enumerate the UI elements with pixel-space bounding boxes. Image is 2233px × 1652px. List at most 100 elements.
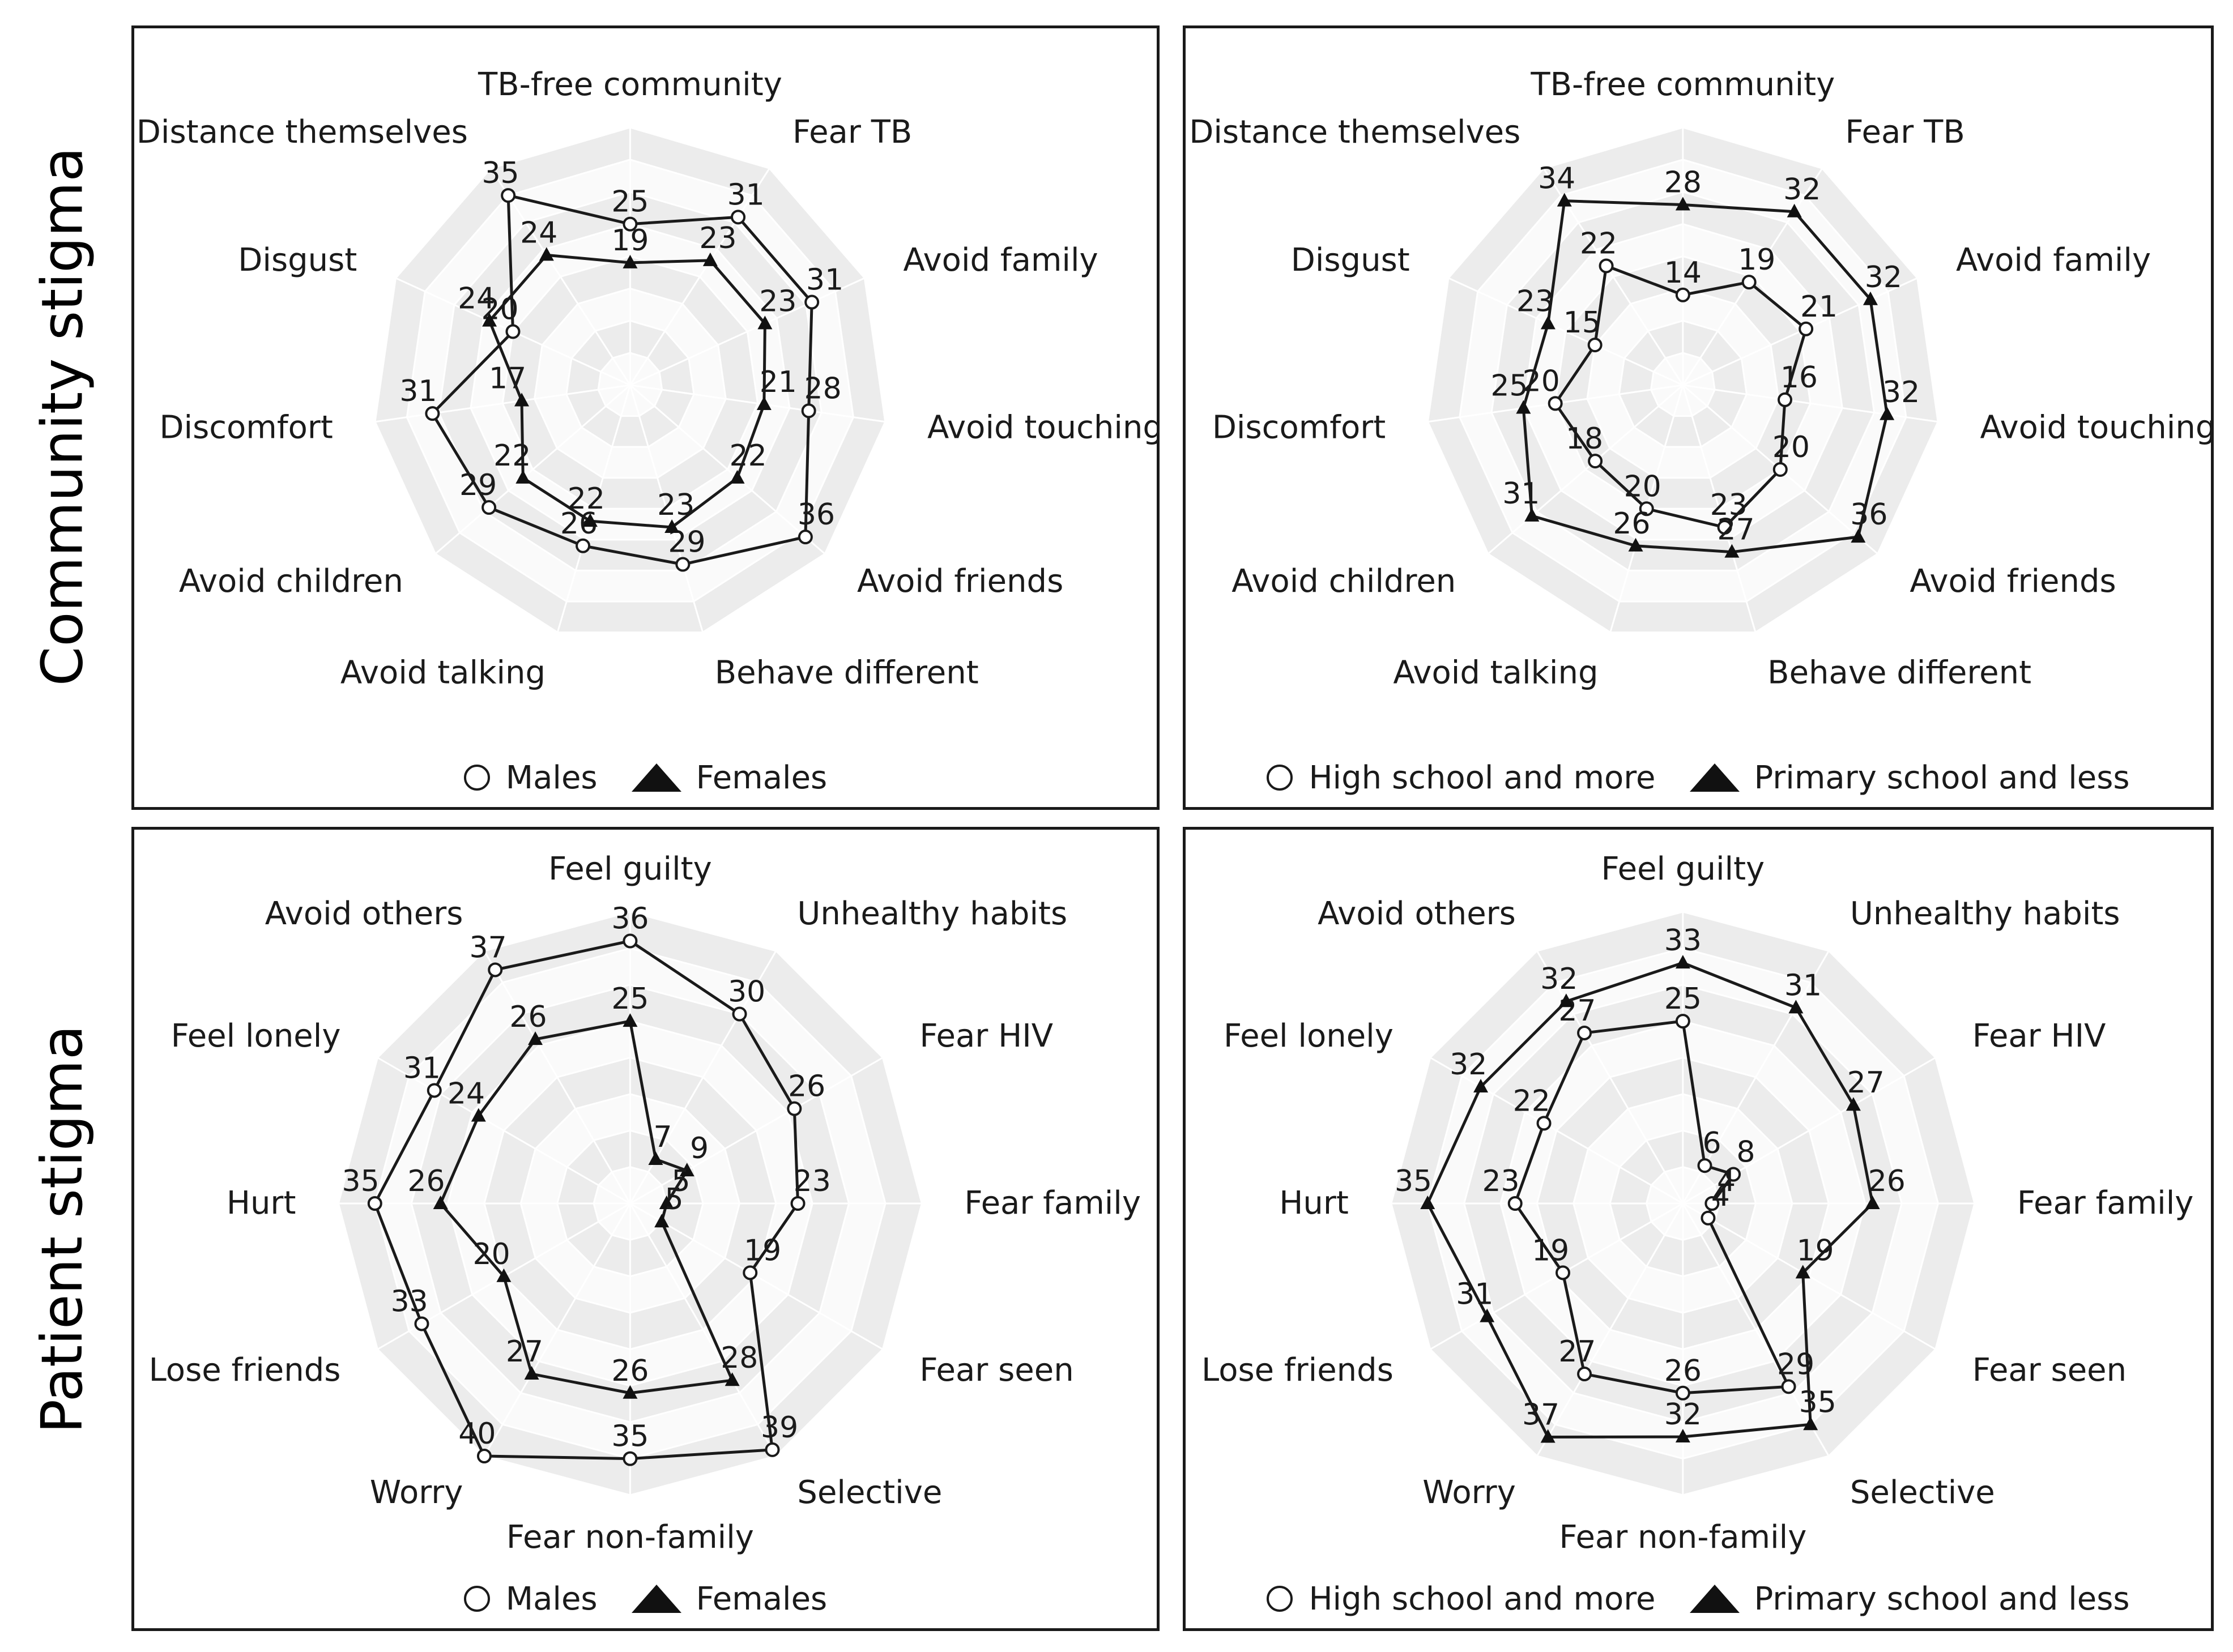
data-label: 4	[1711, 1179, 1730, 1213]
data-label: 26	[1868, 1164, 1906, 1198]
data-point	[539, 247, 554, 261]
category-label-avoid-family: Avoid family	[904, 242, 1098, 279]
data-point	[1741, 275, 1757, 290]
data-label: 20	[473, 1237, 510, 1271]
data-label: 23	[699, 221, 736, 255]
category-label-avoid-children: Avoid children	[1231, 563, 1456, 600]
category-label-hurt: Hurt	[227, 1185, 296, 1222]
data-label: 7	[654, 1120, 672, 1154]
data-point	[730, 469, 745, 484]
data-label: 32	[1664, 1398, 1702, 1432]
grid-spoke	[434, 384, 631, 555]
category-label-disgust: Disgust	[238, 242, 357, 279]
data-label: 33	[391, 1284, 428, 1318]
data-point	[1536, 1116, 1552, 1131]
data-label: 37	[470, 930, 507, 964]
data-point	[1846, 1097, 1861, 1111]
data-label: 15	[1563, 306, 1601, 340]
category-label-fear-family: Fear family	[2017, 1185, 2194, 1222]
data-point	[1675, 197, 1690, 211]
circle-marker-icon	[1267, 1586, 1293, 1612]
data-label: 37	[1522, 1398, 1559, 1432]
data-label: 31	[1784, 968, 1822, 1002]
triangle-marker-icon	[1689, 763, 1740, 792]
data-point	[482, 313, 497, 327]
category-label-lose-friends: Lose friends	[1201, 1352, 1394, 1389]
data-label: 19	[744, 1233, 781, 1267]
category-label-fear-tb: Fear TB	[1845, 114, 1964, 151]
data-label: 5	[664, 1183, 683, 1216]
legend-label: High school and more	[1309, 759, 1656, 796]
data-point	[702, 252, 718, 266]
data-label: 19	[1738, 243, 1775, 277]
category-label-distance-themselves: Distance themselves	[1189, 114, 1520, 151]
radar-grid	[1426, 126, 1939, 634]
data-point	[514, 392, 530, 407]
data-label: 23	[1710, 488, 1748, 522]
category-label-lose-friends: Lose friends	[149, 1352, 341, 1389]
data-point	[623, 1385, 638, 1399]
data-point	[1675, 287, 1690, 302]
data-label: 26	[1613, 507, 1650, 541]
data-point	[1577, 1367, 1592, 1382]
data-label: 35	[1395, 1164, 1432, 1198]
grid-spoke	[629, 168, 770, 386]
category-label-discomfort: Discomfort	[159, 409, 333, 446]
data-point	[623, 933, 638, 949]
data-label: 34	[1538, 162, 1575, 196]
grid-spoke	[490, 168, 631, 386]
data-point	[1863, 291, 1878, 305]
category-label-behave-different: Behave different	[715, 655, 979, 691]
data-point	[1540, 1429, 1556, 1443]
legend-item-primary-school-and-less: Primary school and less	[1689, 1580, 2130, 1617]
data-point	[1558, 993, 1574, 1008]
data-label: 23	[1482, 1164, 1519, 1198]
category-label-hurt: Hurt	[1279, 1185, 1349, 1222]
legend-label: Males	[505, 1580, 598, 1617]
grid-spoke	[629, 385, 704, 633]
triangle-marker-icon	[631, 1585, 681, 1613]
series-line	[431, 194, 813, 566]
data-label: 22	[493, 439, 531, 473]
grid-spoke	[1430, 1057, 1684, 1205]
legend-label: Primary school and less	[1754, 1580, 2130, 1617]
data-point	[1787, 203, 1802, 217]
data-label: 31	[399, 374, 437, 408]
data-point	[427, 1083, 442, 1098]
category-label-unhealthy-habits: Unhealthy habits	[1850, 895, 2120, 932]
radar-grid	[337, 911, 923, 1496]
data-label: 35	[342, 1164, 380, 1198]
data-point	[1772, 462, 1788, 477]
radar-grid	[374, 126, 887, 634]
data-point	[659, 1196, 674, 1209]
category-label-avoid-friends: Avoid friends	[857, 563, 1063, 600]
category-label-tb-free-community: TB-free community	[1530, 66, 1835, 103]
row-label-text: Patient stigma	[29, 1025, 96, 1433]
data-point	[1557, 193, 1572, 207]
data-label: 27	[1847, 1066, 1885, 1100]
data-point	[1588, 454, 1603, 469]
data-point	[1724, 544, 1740, 558]
data-label: 26	[1664, 1354, 1702, 1388]
category-label-avoid-talking: Avoid talking	[340, 655, 546, 691]
data-point	[623, 254, 638, 268]
circle-marker-icon	[463, 765, 490, 791]
data-label: 19	[1796, 1233, 1834, 1267]
data-point	[679, 1163, 694, 1177]
category-label-fear-tb: Fear TB	[792, 114, 912, 151]
category-label-avoid-others: Avoid others	[265, 895, 463, 932]
data-point	[488, 962, 503, 977]
data-point	[1420, 1196, 1435, 1209]
data-label: 18	[1566, 422, 1603, 456]
data-point	[582, 513, 598, 527]
data-point	[1675, 1385, 1690, 1401]
grid-spoke	[1682, 384, 1938, 423]
